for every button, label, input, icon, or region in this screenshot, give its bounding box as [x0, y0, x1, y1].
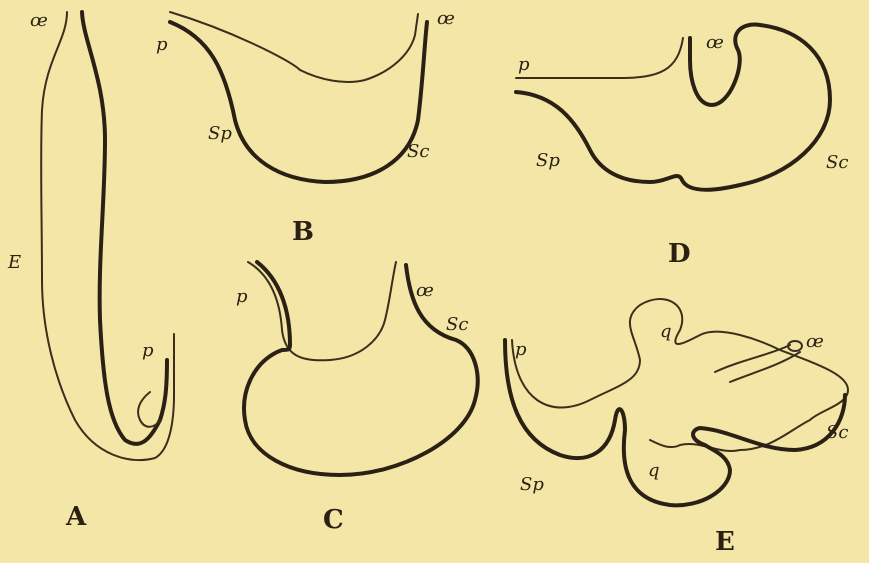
label-a-e: E	[7, 252, 21, 273]
label-d-p: p	[518, 54, 530, 75]
caption-e: E	[715, 527, 735, 557]
label-e-p: p	[515, 339, 527, 360]
label-d-sp: Sp	[536, 150, 560, 171]
caption-d: D	[668, 239, 691, 269]
figure-e-outline-thin	[512, 299, 848, 451]
figure-a-outline-bold	[82, 12, 167, 444]
caption-c: C	[323, 505, 344, 535]
label-c-oe: œ	[416, 280, 434, 301]
figure-a-inner-tube	[138, 392, 160, 427]
figure-d-outline-bold	[516, 25, 830, 190]
label-e-sc: Sc	[826, 422, 848, 443]
label-c-p: p	[236, 286, 248, 307]
label-a-oe: œ	[30, 10, 48, 31]
figure-a: œ E p A	[7, 10, 174, 532]
label-e-sp: Sp	[520, 474, 544, 495]
figure-d: p œ Sp Sc D	[516, 25, 848, 269]
label-a-p: p	[142, 340, 154, 361]
label-b-sp: Sp	[208, 123, 232, 144]
figure-b-outline-bold	[170, 22, 427, 182]
figure-d-outline-thin	[516, 38, 683, 78]
figure-e-outline-bold	[505, 340, 845, 505]
label-b-p: p	[156, 34, 168, 55]
label-b-sc: Sc	[407, 141, 429, 162]
figure-e-duct	[715, 345, 800, 382]
label-b-oe: œ	[437, 8, 455, 29]
label-e-q-top: q	[660, 321, 672, 342]
figure-b: p œ Sp Sc B	[156, 8, 455, 247]
label-c-sc: Sc	[446, 314, 468, 335]
figure-e: p œ q Sc q Sp E	[505, 299, 848, 557]
label-d-oe: œ	[706, 32, 724, 53]
figure-c: p œ Sc C	[236, 262, 478, 535]
label-e-q-bottom: q	[648, 460, 660, 481]
label-d-sc: Sc	[826, 152, 848, 173]
label-e-oe: œ	[806, 331, 824, 352]
figure-c-outline-bold	[244, 262, 478, 475]
caption-a: A	[65, 502, 87, 532]
caption-b: B	[292, 217, 314, 247]
